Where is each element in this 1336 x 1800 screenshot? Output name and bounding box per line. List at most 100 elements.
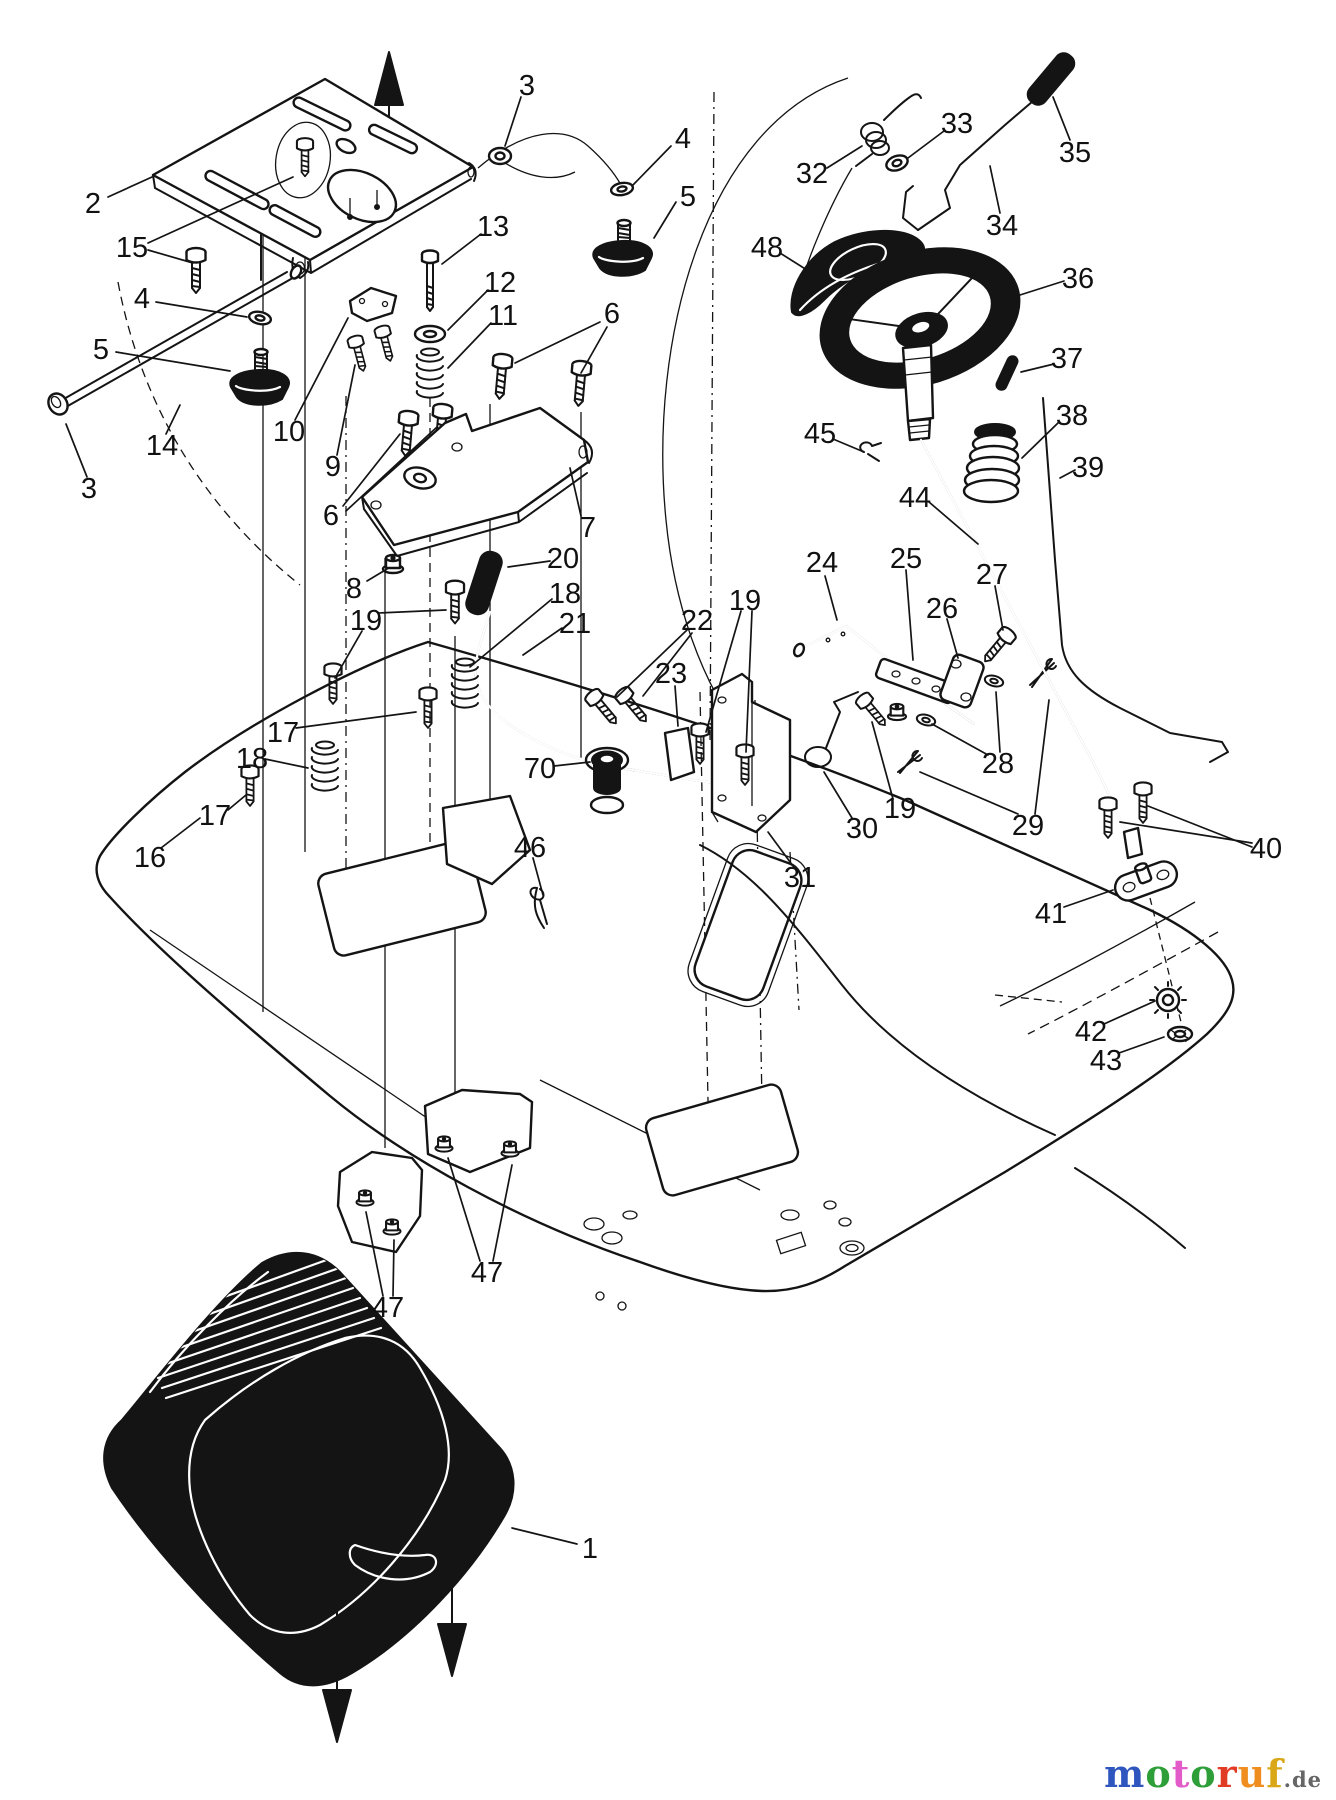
callout-46: 46 (514, 832, 546, 864)
watermark-logo: motoruf.de (1104, 1751, 1322, 1796)
flange-nut (886, 702, 908, 722)
seat-seam (188, 1334, 450, 1634)
leader-line-24 (824, 575, 838, 621)
callout-15: 15 (116, 232, 148, 264)
callout-4: 4 (134, 283, 150, 315)
watermark-letter: t (1171, 1751, 1191, 1796)
callout-6: 6 (604, 298, 620, 330)
frame-fender-16 (95, 77, 1235, 1311)
leader-line-18 (469, 598, 553, 668)
callout-70: 70 (524, 753, 556, 785)
callout-22: 22 (681, 605, 713, 637)
leader-line-48 (779, 252, 827, 283)
leader-line-28 (995, 691, 1001, 753)
callout-7: 7 (580, 512, 596, 544)
leader-line-38 (1021, 421, 1060, 459)
callout-24: 24 (806, 547, 838, 579)
plate-26 (939, 653, 985, 709)
steering-assembly (790, 52, 1229, 1043)
screw-6 (567, 359, 593, 408)
screw-40 (1133, 781, 1153, 824)
leader-line-15 (147, 249, 194, 264)
callout-17: 17 (267, 717, 299, 749)
callout-32: 32 (796, 158, 828, 190)
callout-48: 48 (751, 232, 783, 264)
leader-line-40 (1119, 821, 1253, 844)
leader-line-9 (336, 364, 356, 456)
bolt-13 (420, 249, 440, 313)
leader-line-43 (1118, 1036, 1165, 1054)
lock-washer-42 (1149, 981, 1187, 1019)
bushing-70 (584, 746, 630, 815)
leader-line-32 (826, 145, 863, 169)
callout-3: 3 (519, 70, 535, 102)
callout-1: 1 (582, 1533, 598, 1565)
callout-6: 6 (323, 500, 339, 532)
shaft-clamp-41 (1113, 860, 1179, 902)
leader-line-5 (115, 351, 231, 372)
leader-line-19 (871, 721, 894, 800)
callout-47: 47 (471, 1257, 503, 1289)
screw-6 (488, 352, 514, 401)
leader-line-34 (989, 165, 1001, 214)
callout-17: 17 (199, 800, 231, 832)
callout-4: 4 (675, 123, 691, 155)
callout-44: 44 (899, 482, 931, 514)
leader-line-19 (705, 610, 742, 733)
leader-line-12 (447, 289, 489, 331)
leader-line-22 (642, 632, 693, 697)
callout-9: 9 (325, 451, 341, 483)
leader-line-17 (227, 794, 247, 811)
leader-line-28 (931, 723, 989, 756)
leader-line-6 (342, 433, 401, 507)
leader-line-29 (919, 771, 1019, 815)
leader-line-5 (653, 201, 677, 239)
leader-line-47 (492, 1164, 513, 1262)
washer-4 (608, 179, 636, 199)
callout-3: 3 (81, 473, 97, 505)
lift-lever-34 (902, 52, 1076, 231)
callout-21: 21 (559, 608, 591, 640)
callout-23: 23 (655, 658, 687, 690)
leader-line-8 (366, 568, 388, 582)
callout-20: 20 (547, 543, 579, 575)
frame-outline (95, 640, 1235, 1293)
screw-9 (345, 333, 372, 374)
leader-line-19 (334, 630, 363, 679)
seat-handle-notch (348, 1543, 438, 1581)
leader-line-17 (295, 711, 417, 729)
callout-11: 11 (488, 300, 518, 332)
leader-line-30 (823, 771, 853, 819)
callout-13: 13 (477, 211, 509, 243)
watermark-letter: f (1266, 1751, 1284, 1796)
roll-pin-37 (995, 355, 1019, 391)
callout-29: 29 (1012, 810, 1044, 842)
screw-15 (185, 246, 207, 295)
bolt-3 (47, 392, 69, 416)
mount-plates-47 (336, 1088, 534, 1254)
leader-line-7 (569, 467, 582, 517)
leader-line-37 (1020, 363, 1055, 373)
callout-35: 35 (1059, 137, 1091, 169)
wing-knob-5 (592, 218, 654, 277)
leader-line-31 (767, 831, 794, 867)
steering-boot-38 (962, 423, 1021, 504)
leader-line-6 (345, 426, 438, 512)
steering-wheel-36 (819, 247, 1021, 389)
wheel-hub-column (901, 343, 935, 442)
wire-spring-30 (804, 691, 859, 768)
leader-line-15 (147, 176, 294, 244)
cotter-pin-29 (1029, 658, 1057, 688)
leader-line-25 (905, 569, 914, 661)
leader-line-13 (441, 233, 482, 265)
leader-line-19 (745, 610, 753, 753)
frame-pockets (317, 794, 1186, 1311)
adjuster-rod-14 (47, 264, 303, 416)
watermark-letter: m (1104, 1751, 1146, 1796)
leader-line-70 (553, 761, 591, 767)
callout-34: 34 (986, 210, 1018, 242)
callout-19: 19 (350, 605, 382, 637)
callout-28: 28 (982, 748, 1014, 780)
